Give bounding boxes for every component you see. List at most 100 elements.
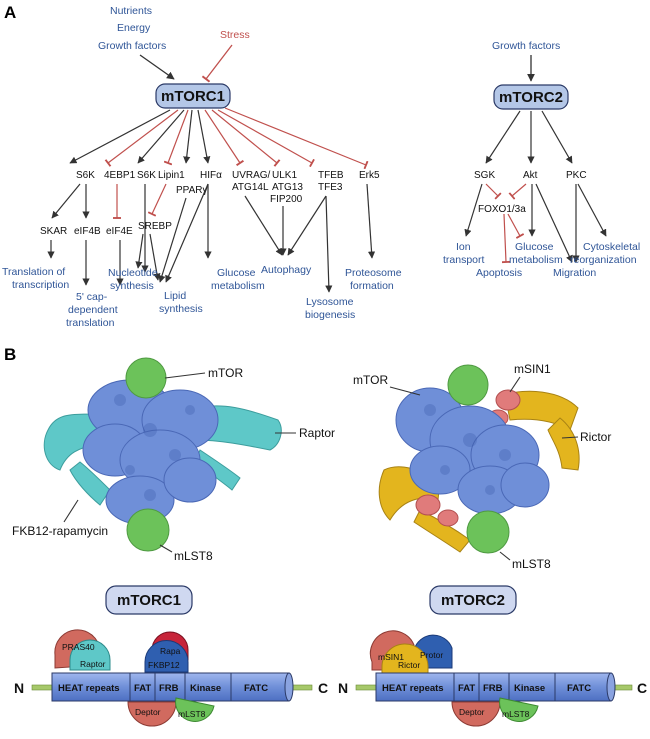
node-s6k-2: S6K bbox=[137, 170, 156, 181]
node-pparg: PPARγ bbox=[176, 185, 208, 196]
node-s6k: S6K bbox=[76, 170, 95, 181]
domain-fat: FAT bbox=[134, 683, 151, 694]
mtorc1-badge: mTORC1 bbox=[105, 585, 193, 615]
label-mlst8-2: mLST8 bbox=[512, 557, 551, 571]
domain-c-2: C bbox=[637, 680, 647, 696]
sub-mlst8-2: mLST8 bbox=[502, 709, 530, 719]
mtorc2-edges bbox=[464, 110, 607, 264]
node-eif4e: eIF4E bbox=[106, 226, 133, 237]
mtorc1-level3: SKAR eIF4B eIF4E SREBP bbox=[40, 221, 172, 237]
mtorc1-level3-edges bbox=[47, 233, 161, 286]
input-nutrients: Nutrients bbox=[110, 5, 152, 17]
mtorc1-hub-label: mTORC1 bbox=[161, 88, 225, 105]
out-ion-2: transport bbox=[443, 254, 485, 266]
mtorc1-structure-leaders bbox=[63, 372, 296, 553]
out-migration: Migration bbox=[553, 267, 596, 279]
mtorc2-badge: mTORC2 bbox=[429, 585, 517, 615]
domain-heat-2: HEAT repeats bbox=[382, 683, 444, 694]
label-fkb12-rapamycin: FKB12-rapamycin bbox=[12, 524, 108, 538]
sub-raptor: Raptor bbox=[80, 659, 106, 669]
mtorc1-targets: S6K 4EBP1 S6K Lipin1 PPARγ HIFα UVRAG/ A… bbox=[76, 170, 380, 205]
out-lipid-1: Lipid bbox=[164, 290, 186, 302]
node-4ebp1: 4EBP1 bbox=[104, 170, 136, 181]
out-cyto-1: Cytoskeletal bbox=[583, 241, 640, 253]
domain-n: N bbox=[14, 680, 24, 696]
out-glucose-1: Glucose bbox=[217, 267, 256, 279]
out-lysosome-2: biogenesis bbox=[305, 309, 355, 321]
mtorc1-domain-schematic bbox=[31, 629, 313, 727]
mtorc1-second-edges bbox=[51, 183, 376, 293]
mtorc1-edges bbox=[69, 107, 369, 170]
out-ion-1: Ion bbox=[456, 241, 471, 253]
domain-fat-2: FAT bbox=[458, 683, 475, 694]
node-srebp: SREBP bbox=[138, 221, 172, 232]
out-lipid-2: synthesis bbox=[159, 303, 203, 315]
sub-deptor-2: Deptor bbox=[459, 707, 485, 717]
mtorc2-structure bbox=[378, 364, 580, 554]
node-tfe3: TFE3 bbox=[318, 182, 343, 193]
out-proteosome-2: formation bbox=[350, 280, 394, 292]
out-cyto-2: reorganization bbox=[570, 254, 637, 266]
node-skar: SKAR bbox=[40, 226, 67, 237]
mtorc1-outcomes: Translation of transcription 5' cap- dep… bbox=[2, 264, 402, 329]
label-mtor-2: mTOR bbox=[353, 373, 388, 387]
mtorc2-structure-leaders bbox=[389, 376, 579, 561]
node-erk5: Erk5 bbox=[359, 170, 380, 181]
sub-deptor: Deptor bbox=[135, 707, 161, 717]
sub-protor: Protor bbox=[420, 650, 443, 660]
domain-n-2: N bbox=[338, 680, 348, 696]
mtorc1-input-arrows bbox=[139, 44, 233, 83]
out-glucose2-2: metabolism bbox=[509, 254, 563, 266]
out-apoptosis: Apoptosis bbox=[476, 267, 522, 279]
out-glucose2-1: Glucose bbox=[515, 241, 554, 253]
node-uvrag: UVRAG/ bbox=[232, 170, 271, 181]
out-nucleotide-2: synthesis bbox=[110, 280, 154, 292]
node-atg13: ATG13 bbox=[272, 182, 303, 193]
input-energy: Energy bbox=[117, 22, 151, 34]
sub-rictor: Rictor bbox=[398, 660, 420, 670]
node-hifa: HIFα bbox=[200, 170, 222, 181]
sub-pras40: PRAS40 bbox=[62, 642, 95, 652]
out-lysosome-1: Lysosome bbox=[306, 296, 354, 308]
mtorc2-domain-schematic bbox=[355, 630, 633, 727]
domain-kinase-2: Kinase bbox=[514, 683, 545, 694]
node-fip200: FIP200 bbox=[270, 194, 303, 205]
mtorc1-hub: mTORC1 bbox=[155, 83, 231, 109]
mtorc2-hub-label: mTORC2 bbox=[499, 89, 563, 106]
node-lipin1: Lipin1 bbox=[158, 170, 185, 181]
panel-a-label: A bbox=[4, 3, 16, 22]
input-growth-factors-2: Growth factors bbox=[492, 40, 560, 52]
out-cap-2: dependent bbox=[68, 304, 118, 316]
label-mlst8-1: mLST8 bbox=[174, 549, 213, 563]
label-msin1: mSIN1 bbox=[514, 362, 551, 376]
sub-fkbp12: FKBP12 bbox=[148, 660, 180, 670]
sub-mlst8: mLST8 bbox=[178, 709, 206, 719]
node-atg14l: ATG14L bbox=[232, 182, 269, 193]
label-mtor-1: mTOR bbox=[208, 366, 243, 380]
domain-c: C bbox=[318, 680, 328, 696]
domain-kinase: Kinase bbox=[190, 683, 221, 694]
input-stress: Stress bbox=[220, 29, 250, 41]
domain-fatc-2: FATC bbox=[567, 683, 591, 694]
mtorc2-badge-label: mTORC2 bbox=[441, 592, 505, 609]
node-tfeb: TFEB bbox=[318, 170, 344, 181]
domain-frb-2: FRB bbox=[483, 683, 503, 694]
out-nucleotide-1: Nucleotide bbox=[108, 267, 158, 279]
node-sgk: SGK bbox=[474, 170, 495, 181]
domain-fatc: FATC bbox=[244, 683, 268, 694]
node-pkc: PKC bbox=[566, 170, 587, 181]
out-cap-3: translation bbox=[66, 317, 115, 329]
label-rictor: Rictor bbox=[580, 430, 611, 444]
mtorc2-outcomes: Ion transport Glucose metabolism Apoptos… bbox=[443, 241, 640, 279]
out-glucose-2: metabolism bbox=[211, 280, 265, 292]
sub-rapa: Rapa bbox=[160, 646, 181, 656]
panel-b-label: B bbox=[4, 345, 16, 364]
node-foxo: FOXO1/3a bbox=[478, 204, 526, 215]
input-growth-factors: Growth factors bbox=[98, 40, 166, 52]
label-raptor: Raptor bbox=[299, 426, 335, 440]
mtorc1-badge-label: mTORC1 bbox=[117, 592, 181, 609]
out-translation-1: Translation of bbox=[2, 266, 65, 278]
out-translation-2: transcription bbox=[12, 279, 69, 291]
out-autophagy: Autophagy bbox=[261, 264, 312, 276]
